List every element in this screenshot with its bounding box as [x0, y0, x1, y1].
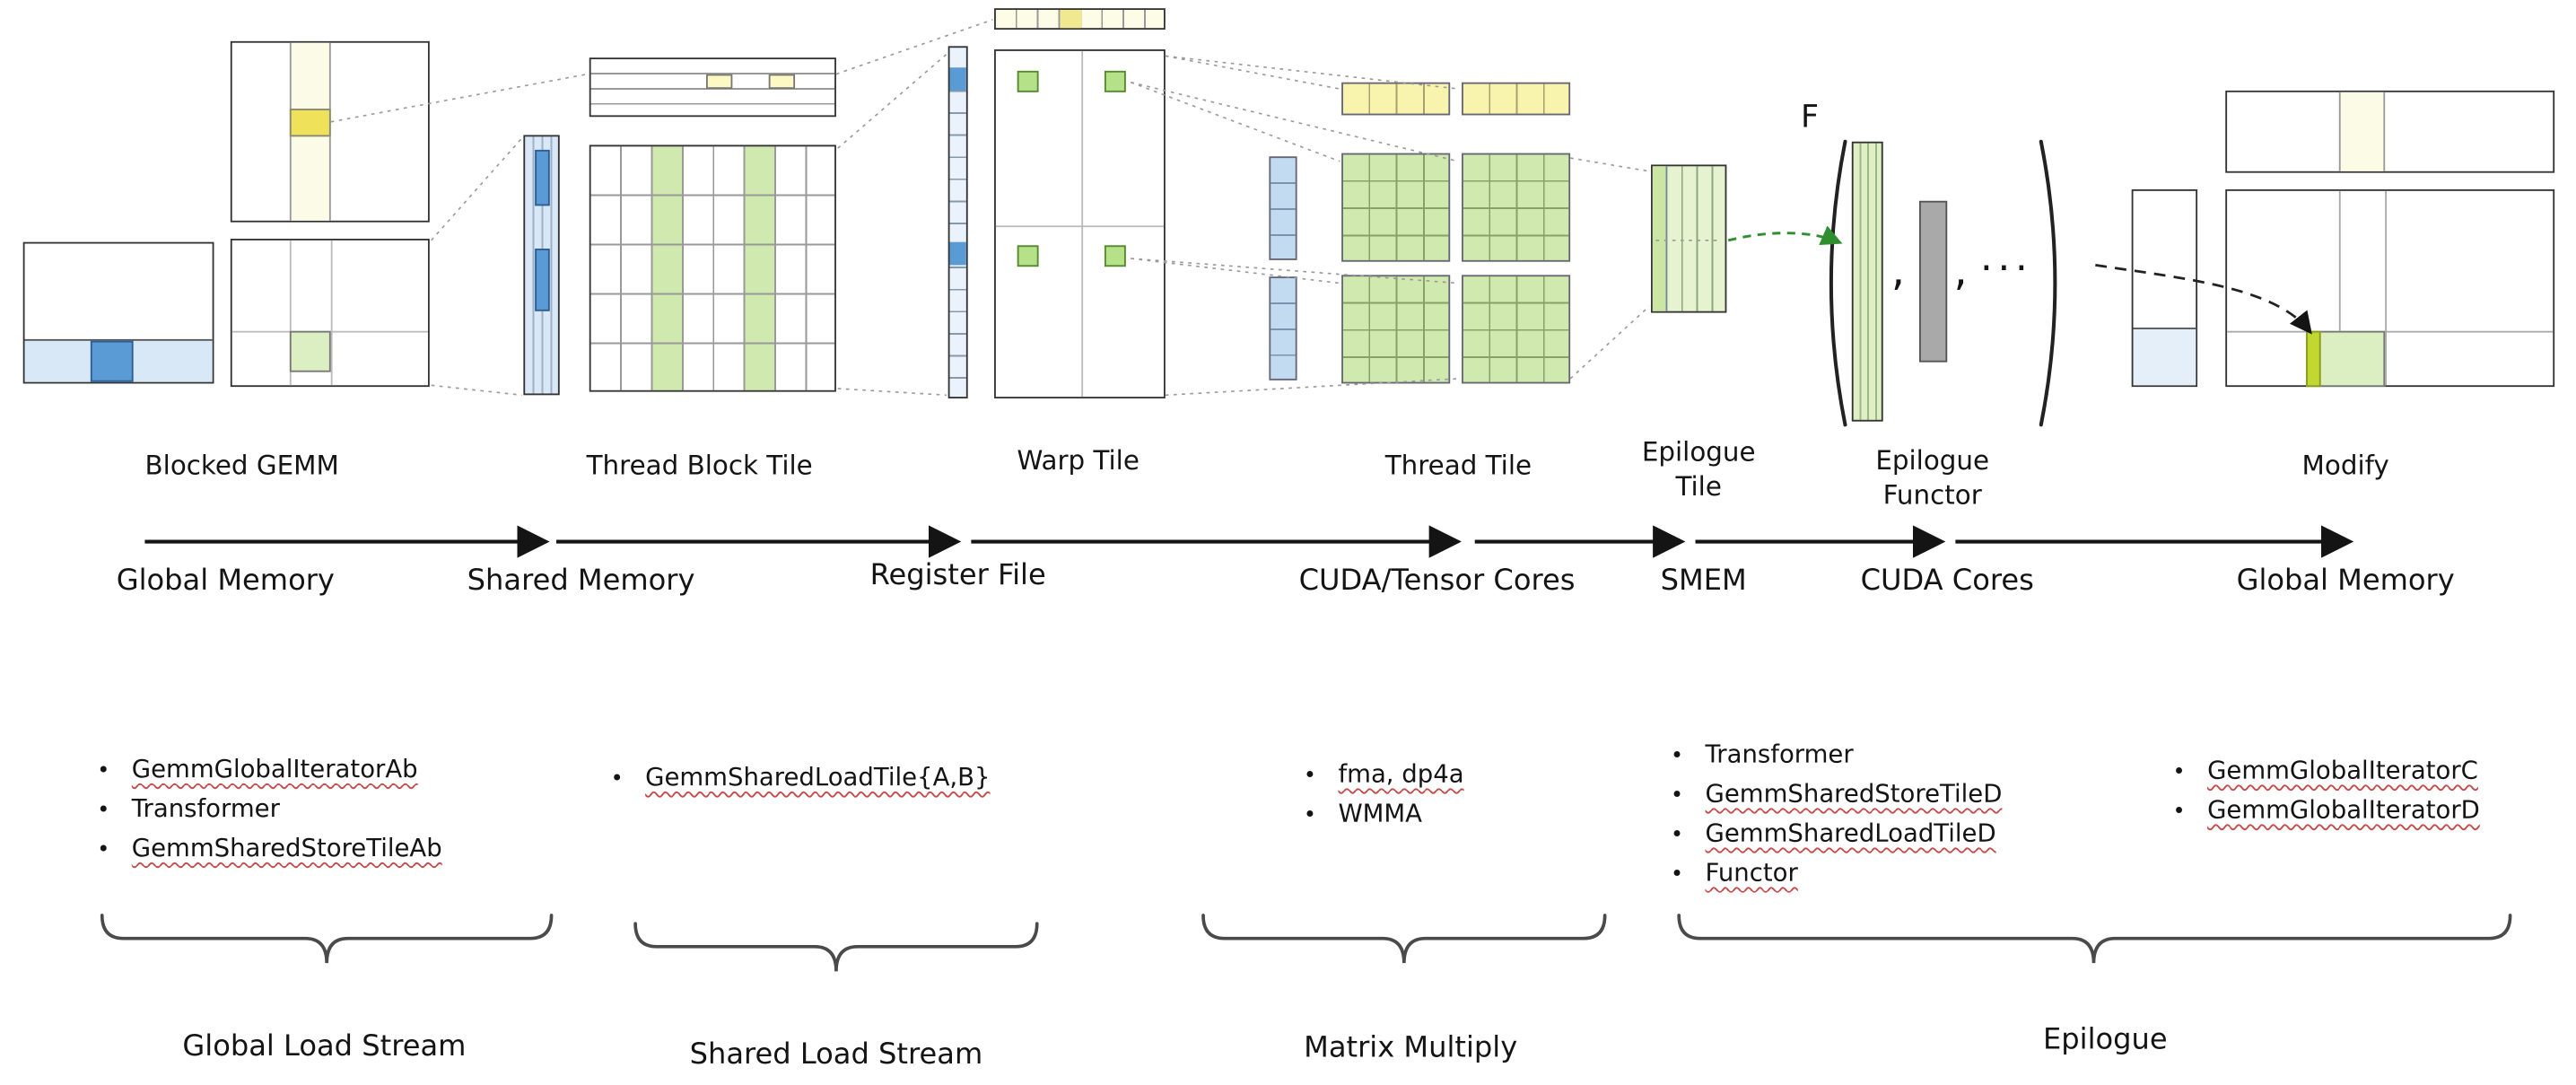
stage-label-warp-tile: Warp Tile — [1017, 444, 1140, 477]
bullet-list-matrix-multiply: fma, dp4a WMMA — [1304, 756, 1464, 835]
blocked-gemm-a-matrix — [22, 241, 214, 384]
stage-label-modify: Modify — [2301, 449, 2389, 481]
bullet-text: GemmSharedLoadTile{A,B} — [645, 762, 991, 792]
stage-label-thread-tile: Thread Tile — [1384, 449, 1533, 481]
memory-label-cuda-cores: CUDA Cores — [1860, 564, 2034, 598]
warp-quadrant-vline — [1081, 50, 1084, 398]
warp-quadrant-hline — [995, 225, 1164, 228]
bullet-item: fma, dp4a — [1304, 756, 1464, 795]
d-grid-hline — [2227, 330, 2554, 333]
memory-label-global-1: Global Memory — [116, 564, 335, 598]
bullet-item: GemmSharedStoreTileD — [1671, 775, 2003, 815]
memory-label-shared: Shared Memory — [467, 564, 695, 598]
modify-d-column-band — [2338, 92, 2386, 171]
blocked-gemm-b-matrix — [230, 40, 430, 223]
bullet-item: Transformer — [97, 791, 441, 830]
warp-b-fragment-strip — [994, 8, 1166, 31]
c-grid-vline — [330, 240, 333, 386]
bullet-text: GemmSharedStoreTileD — [1705, 778, 2003, 809]
thread-accumulator-tile — [1341, 275, 1451, 384]
epilogue-tile-grid — [1651, 164, 1727, 313]
d-written-column — [2306, 330, 2321, 388]
warp-b-active-cell — [1060, 10, 1082, 29]
bullet-text: GemmGlobalIteratorD — [2207, 795, 2480, 826]
smem-b-fragment — [768, 74, 796, 90]
blocked-gemm-c-matrix — [230, 239, 430, 388]
bullet-item: WMMA — [1304, 795, 1464, 835]
bullet-item: GemmGlobalIteratorC — [2173, 752, 2480, 792]
bullet-item: GemmGlobalIteratorD — [2173, 792, 2480, 831]
smem-a-fragment — [535, 149, 550, 206]
a-row-band — [24, 338, 213, 382]
warp-thread-cell — [1104, 70, 1126, 92]
bullet-text: GemmGlobalIteratorAb — [131, 754, 418, 784]
thread-accumulator-tile — [1462, 153, 1571, 262]
thread-a-fragment — [1269, 156, 1297, 260]
phase-label-shared-load-stream: Shared Load Stream — [689, 1038, 983, 1072]
warp-thread-cell — [1017, 245, 1039, 267]
epilogue-active-column — [1652, 166, 1668, 311]
functor-source-vector — [1919, 200, 1948, 363]
smem-a-fragment — [535, 249, 550, 311]
phase-label-epilogue: Epilogue — [2043, 1024, 2168, 1057]
bullet-text: GemmSharedStoreTileAb — [131, 833, 442, 863]
bullet-text: fma, dp4a — [1338, 758, 1464, 789]
thread-accumulator-tile — [1462, 275, 1571, 384]
bullet-item: GemmSharedStoreTileAb — [97, 830, 442, 870]
functor-ellipsis: ... — [1979, 233, 2033, 280]
bullet-item: GemmSharedLoadTileD — [1671, 815, 2002, 854]
bullet-text: Transformer — [1705, 739, 1854, 769]
phase-label-global-load-stream: Global Load Stream — [182, 1030, 467, 1064]
c-grid-vline — [289, 240, 292, 386]
thread-accumulator-tile — [1341, 153, 1451, 262]
memory-label-cuda-tensor-cores: CUDA/Tensor Cores — [1298, 564, 1576, 598]
functor-f-symbol: F — [1800, 99, 1820, 136]
modify-d-top-matrix — [2225, 90, 2555, 173]
bullet-text: GemmSharedLoadTileD — [1705, 818, 1996, 848]
d-grid-vline — [2338, 190, 2341, 386]
b-tile-cell — [289, 109, 331, 137]
bullet-text: Functor — [1705, 857, 1798, 888]
bullet-list-epilogue-b: GemmGlobalIteratorC GemmGlobalIteratorD — [2173, 752, 2480, 831]
d-grid-vline — [2385, 190, 2388, 386]
memory-label-global-2: Global Memory — [2236, 564, 2455, 598]
bullet-item: GemmGlobalIteratorAb — [97, 751, 441, 791]
stage-label-epilogue-functor: Epilogue Functor — [1875, 444, 1990, 511]
c-tile-cell — [289, 330, 331, 372]
functor-accumulator-vector — [1851, 141, 1883, 422]
stage-label-thread-block-tile: Thread Block Tile — [586, 449, 813, 481]
bullet-item: GemmSharedLoadTile{A,B} — [611, 759, 991, 799]
memory-label-smem: SMEM — [1660, 564, 1747, 598]
thread-a-fragment — [1269, 276, 1297, 381]
functor-comma: , — [1891, 247, 1906, 297]
warp-a-active-cell — [949, 241, 966, 266]
bullet-item: Functor — [1671, 854, 2002, 894]
a-tile-cell — [90, 340, 134, 382]
bullet-list-epilogue-a: Transformer GemmSharedStoreTileD GemmSha… — [1671, 736, 2003, 894]
smem-b-fragment — [706, 74, 733, 90]
thread-b-fragment — [1462, 82, 1571, 116]
warp-thread-cell — [1017, 70, 1039, 92]
stage-label-blocked-gemm: Blocked GEMM — [144, 449, 339, 481]
warp-thread-cell — [1104, 245, 1126, 267]
bullet-item: Transformer — [1671, 736, 2002, 775]
bullet-list-shared-load: GemmSharedLoadTile{A,B} — [611, 759, 991, 799]
smem-a-strip — [523, 135, 560, 396]
bullet-text: WMMA — [1338, 798, 1422, 828]
thread-block-tile-grid — [589, 144, 836, 392]
functor-comma: , — [1953, 247, 1968, 297]
stage-label-epilogue-tile: Epilogue Tile — [1641, 436, 1756, 503]
memory-label-register-file: Register File — [869, 559, 1046, 593]
smem-b-strip — [589, 57, 836, 118]
bullet-list-global-load: GemmGlobalIteratorAb Transformer GemmSha… — [97, 751, 442, 870]
phase-label-matrix-multiply: Matrix Multiply — [1304, 1032, 1518, 1065]
warp-a-fragment-strip — [947, 46, 968, 398]
bullet-text: GemmGlobalIteratorC — [2207, 756, 2478, 786]
bullet-text: Transformer — [131, 793, 280, 824]
